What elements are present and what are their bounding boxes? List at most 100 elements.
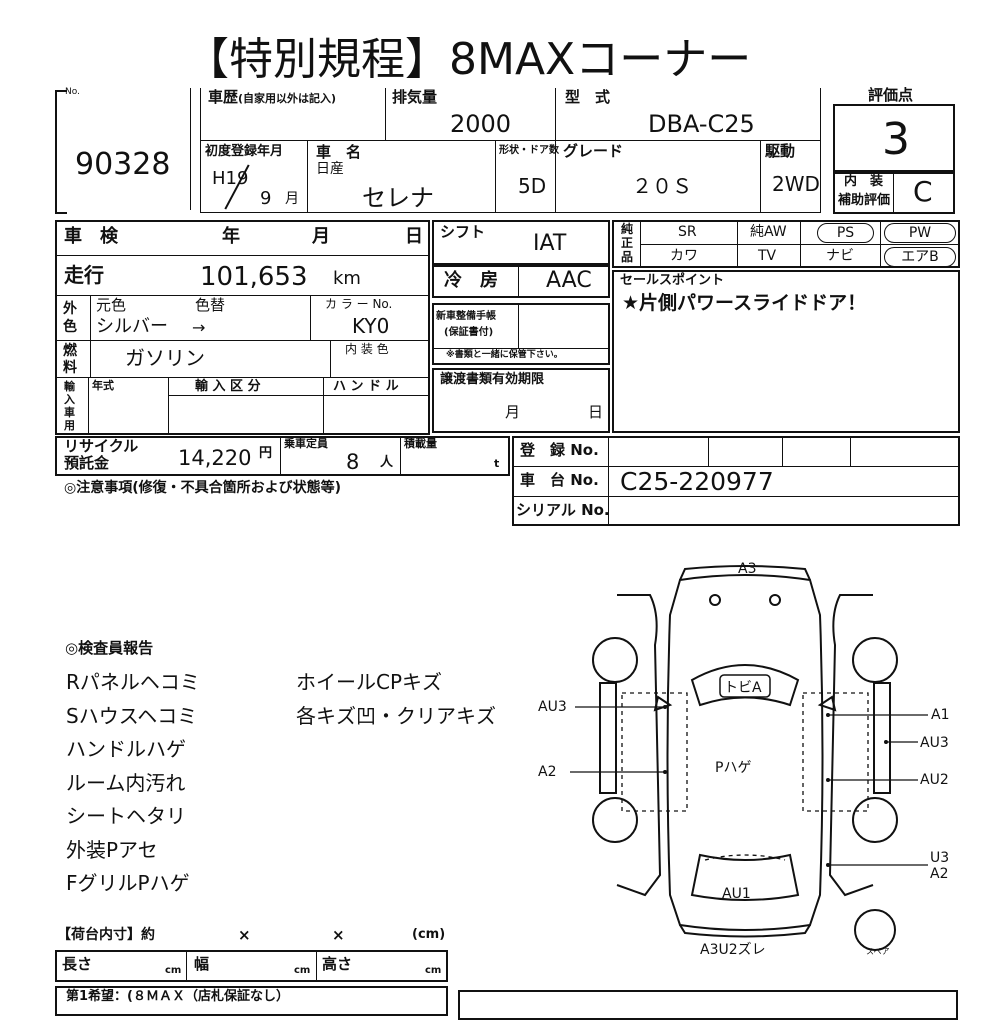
car-diagram (570, 565, 928, 951)
cargo-length-label: 長さ (62, 955, 93, 973)
history-label: 車歴(自家用以外は記入) (208, 88, 337, 106)
report-item: ハンドルハゲ (66, 737, 186, 761)
cargo-width-label: 幅 (194, 955, 210, 973)
model-value: DBA-C25 (648, 110, 755, 138)
diagram-right-a1: A1 (931, 707, 950, 723)
ext-color-label: 外色 (63, 301, 77, 335)
shift-label: シフト (440, 223, 486, 241)
chassis-label: 車 台 No. (520, 471, 599, 489)
report-item: FグリルPハゲ (66, 871, 190, 895)
diagram-roof: トビA (724, 680, 762, 696)
color-no-label: カ ラ ー No. (325, 297, 393, 311)
lot-label: No. (65, 87, 80, 97)
diagram-left-au3: AU3 (538, 699, 567, 715)
report-item: ホイールCPキズ (296, 670, 443, 694)
drive-value: 2WD (772, 172, 820, 196)
diagram-center: Pハゲ (715, 760, 752, 776)
report-item: 各キズ凹・クリアキズ (296, 704, 496, 728)
grade-label: グレード (563, 142, 624, 160)
shift-value: IAT (533, 231, 567, 256)
interior-box (833, 172, 955, 214)
cargo-cm: cm (425, 965, 442, 976)
footer-note: 第1希望：(８ＭＡＸ（店札保証なし） (66, 989, 289, 1004)
cargo-x2: × (332, 926, 345, 944)
sales-point-value: ★片側パワースライドドア！ (622, 292, 867, 314)
shaken-label: 車 検 (64, 226, 118, 247)
registration-table (512, 436, 960, 526)
shaken-day: 日 (405, 226, 423, 247)
cargo-x1: × (238, 926, 251, 944)
score-label: 評価点 (868, 86, 914, 104)
shaken-year: 年 (222, 226, 240, 247)
model-label: 型 式 (565, 88, 611, 106)
recycle-value: 14,220 (178, 446, 252, 470)
serial-label: シリアル No. (516, 501, 610, 519)
capacity-value: 8 (346, 450, 360, 474)
shaken-month: 月 (312, 226, 330, 247)
color-arrow: → (192, 318, 206, 337)
mileage-value: 101,653 (200, 262, 308, 292)
equipment-label: 純正品 (621, 222, 634, 264)
color-no-value: KY0 (352, 314, 390, 338)
recycle-box (55, 436, 510, 476)
first-reg-month: 9 (260, 188, 272, 209)
equip-airbag: エアB (884, 247, 956, 267)
mileage-unit: km (333, 268, 361, 289)
car-name-label: 車 名 (316, 143, 362, 161)
spec-grid (55, 220, 430, 435)
recycle-unit: 円 (259, 446, 273, 461)
equip-tv: TV (758, 248, 777, 264)
load-label: 積載量 (404, 437, 437, 450)
orig-color-label: 元色 (96, 296, 127, 314)
diagram-right-au2: AU2 (920, 772, 949, 788)
first-reg-label: 初度登録年月 (205, 144, 284, 159)
fuel-label: 燃料 (63, 343, 77, 376)
cargo-label: 【荷台内寸】約 (57, 927, 155, 943)
car-name-value: セレナ (362, 184, 434, 212)
equip-pw: PW (884, 223, 956, 243)
equip-navi: ナビ (826, 248, 854, 264)
footer-right-box (458, 990, 958, 1020)
new-car-docs-note: ※書類と一緒に保管下さい。 (446, 350, 563, 360)
capacity-label: 乗車定員 (284, 437, 328, 450)
new-car-docs-label-1: 新車整備手帳 (436, 311, 496, 322)
cargo-height-label: 高さ (322, 955, 353, 973)
cargo-unit: (cm) (412, 927, 446, 942)
score-value: 3 (882, 114, 910, 165)
diagram-right-u3: U3 (930, 850, 950, 866)
change-color-label: 色替 (195, 296, 226, 314)
diagram-right-a2: A2 (930, 866, 949, 882)
displacement-value: 2000 (450, 110, 512, 138)
sales-point-box (612, 270, 960, 433)
grade-value: ２０Ｓ (632, 174, 692, 198)
page-title: 【特別規程】8MAXコーナー (185, 34, 752, 85)
capacity-unit: 人 (380, 455, 394, 470)
report-item: Rパネルヘコミ (66, 670, 200, 694)
interior-value: C (913, 175, 933, 208)
ext-color-value: シルバー (96, 316, 168, 337)
fuel-value: ガソリン (125, 346, 205, 370)
equip-leather: カワ (670, 248, 698, 264)
drive-label: 駆動 (765, 142, 796, 160)
score-box (833, 104, 955, 172)
import-class-label: 輸 入 区 分 (195, 379, 261, 394)
transfer-month: 月 (505, 403, 521, 421)
import-label: 輸入車用 (64, 380, 75, 432)
equip-sr: SR (678, 224, 697, 240)
diagram-rear: AU1 (722, 886, 751, 902)
import-year-label: 年式 (92, 379, 114, 392)
aircon-value: AAC (546, 268, 592, 293)
interior-label-1: 内 装 (844, 174, 884, 189)
transfer-docs-box (432, 368, 610, 433)
cargo-cm: cm (165, 965, 182, 976)
equip-aw: 純AW (750, 224, 787, 240)
new-car-docs-box (432, 303, 610, 365)
recycle-label-1: リサイクル (64, 437, 139, 455)
lot-number: 90328 (75, 147, 171, 182)
mileage-label: 走行 (64, 263, 104, 287)
doors-value: 5D (518, 174, 547, 198)
cargo-table (55, 950, 448, 982)
car-maker: 日産 (316, 161, 344, 177)
load-unit: t (494, 457, 500, 470)
diagram-spare: スペア (866, 947, 890, 956)
